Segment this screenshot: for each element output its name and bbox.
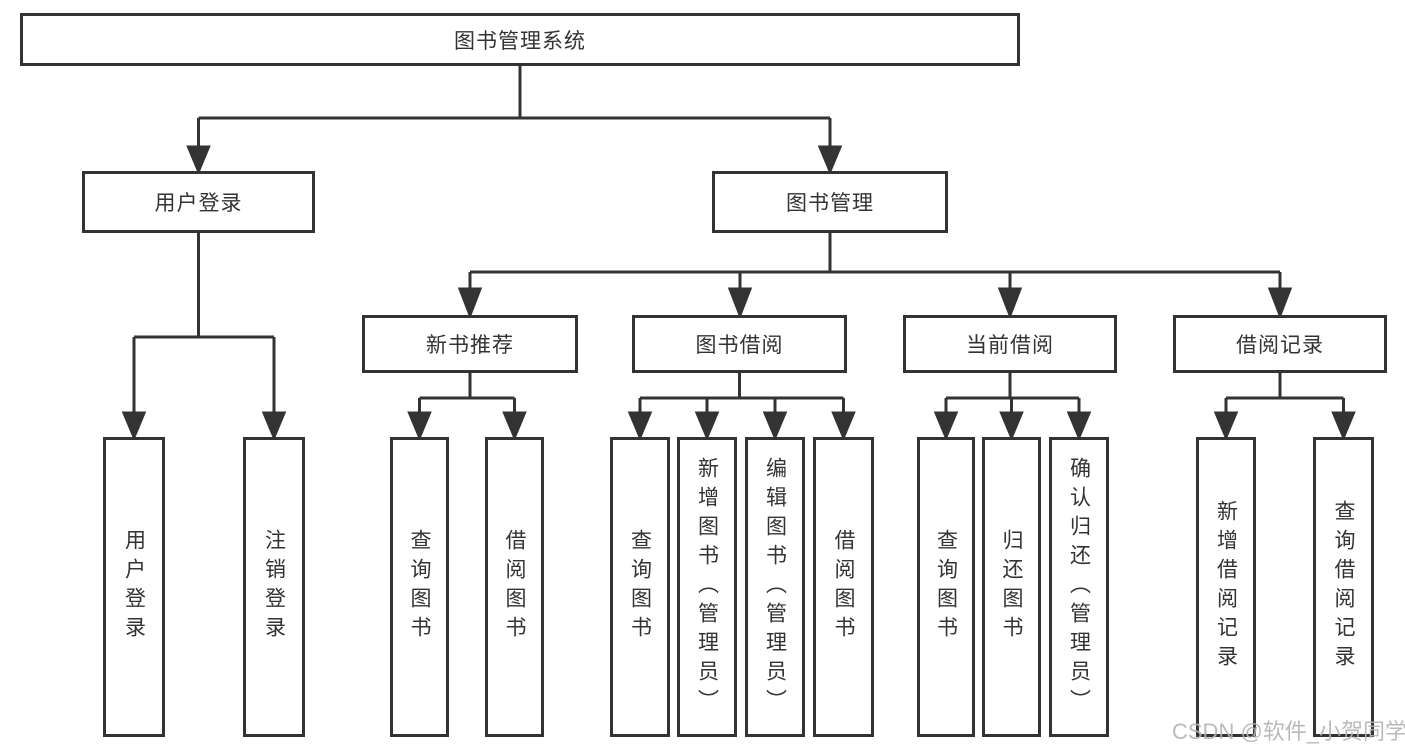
arrowhead	[999, 411, 1024, 441]
node-label: 确认归还（管理员）	[1067, 456, 1091, 718]
csdn-watermark: CSDN @软件_小贺同学	[1172, 719, 1405, 744]
arrowhead	[1066, 411, 1092, 441]
connector-records-to-leaves	[1213, 373, 1356, 441]
arrowhead	[186, 145, 211, 175]
arrowhead	[1213, 411, 1239, 441]
node-label: 注销登录	[262, 529, 286, 645]
arrowhead	[121, 411, 147, 441]
node-label: 查询图书	[628, 529, 652, 645]
node-label: 用户登录	[122, 529, 146, 645]
node-label: 用户登录	[154, 192, 243, 215]
leaf-confirm-return-admin: 确认归还（管理员）	[1049, 437, 1109, 737]
leaf-add-book-admin: 新增图书（管理员）	[677, 437, 737, 737]
arrowhead	[502, 411, 527, 441]
node-label: 借阅图书	[832, 529, 855, 645]
arrowhead	[1267, 287, 1293, 320]
leaf-user-login: 用户登录	[103, 437, 165, 737]
arrowhead	[457, 287, 483, 320]
node-label: 图书借阅	[695, 334, 784, 357]
leaf-borrow-books: 借阅图书	[813, 437, 874, 737]
connector-userlogin-to-leaves	[121, 233, 287, 441]
node-label: 借阅图书	[503, 529, 526, 645]
arrowhead	[997, 287, 1023, 320]
arrowhead	[933, 411, 959, 441]
arrowhead	[1331, 411, 1356, 441]
connector-bookmgmt-to-level3	[457, 233, 1293, 320]
node-label: 查询图书	[408, 529, 431, 645]
node-book-borrow: 图书借阅	[632, 315, 847, 373]
connector-bookborrow-to-leaves	[627, 373, 856, 441]
leaf-query-books: 查询图书	[610, 437, 670, 737]
arrowhead	[762, 411, 788, 441]
node-user-login: 用户登录	[82, 171, 315, 233]
node-borrow-records: 借阅记录	[1173, 315, 1387, 373]
node-label: 新增借阅记录	[1214, 500, 1238, 674]
node-label: 当前借阅	[966, 334, 1054, 357]
arrowhead	[694, 411, 720, 441]
leaf-add-borrow-record: 新增借阅记录	[1196, 437, 1256, 737]
node-label: 查询借阅记录	[1332, 500, 1355, 674]
leaf-query-books: 查询图书	[917, 437, 975, 737]
node-label: 新增图书（管理员）	[695, 456, 719, 718]
connector-root-to-level2	[186, 66, 843, 175]
node-label: 图书管理	[786, 192, 874, 215]
leaf-borrow-books: 借阅图书	[485, 437, 544, 737]
node-book-management: 图书管理	[712, 171, 948, 233]
node-root-system: 图书管理系统	[20, 13, 1020, 66]
arrowhead	[831, 411, 856, 441]
node-label: 借阅记录	[1236, 334, 1324, 357]
node-label: 编辑图书（管理员）	[763, 456, 787, 718]
arrowhead	[407, 411, 432, 441]
leaf-query-books: 查询图书	[390, 437, 449, 737]
node-label: 新书推荐	[426, 334, 514, 357]
arrowhead	[727, 287, 753, 320]
connector-curborrow-to-leaves	[933, 373, 1092, 441]
leaf-edit-book-admin: 编辑图书（管理员）	[745, 437, 805, 737]
arrowhead	[627, 411, 653, 441]
connector-newbooks-to-leaves	[407, 373, 527, 441]
arrowhead	[817, 145, 843, 175]
node-new-book-recommend: 新书推荐	[362, 315, 578, 373]
node-current-borrow: 当前借阅	[903, 315, 1117, 373]
node-label: 归还图书	[1000, 529, 1023, 645]
node-label: 图书管理系统	[454, 29, 586, 53]
leaf-query-borrow-record: 查询借阅记录	[1313, 437, 1374, 737]
arrowhead	[261, 411, 287, 441]
node-label: 查询图书	[934, 529, 958, 645]
leaf-logout: 注销登录	[243, 437, 305, 737]
leaf-return-book: 归还图书	[982, 437, 1041, 737]
